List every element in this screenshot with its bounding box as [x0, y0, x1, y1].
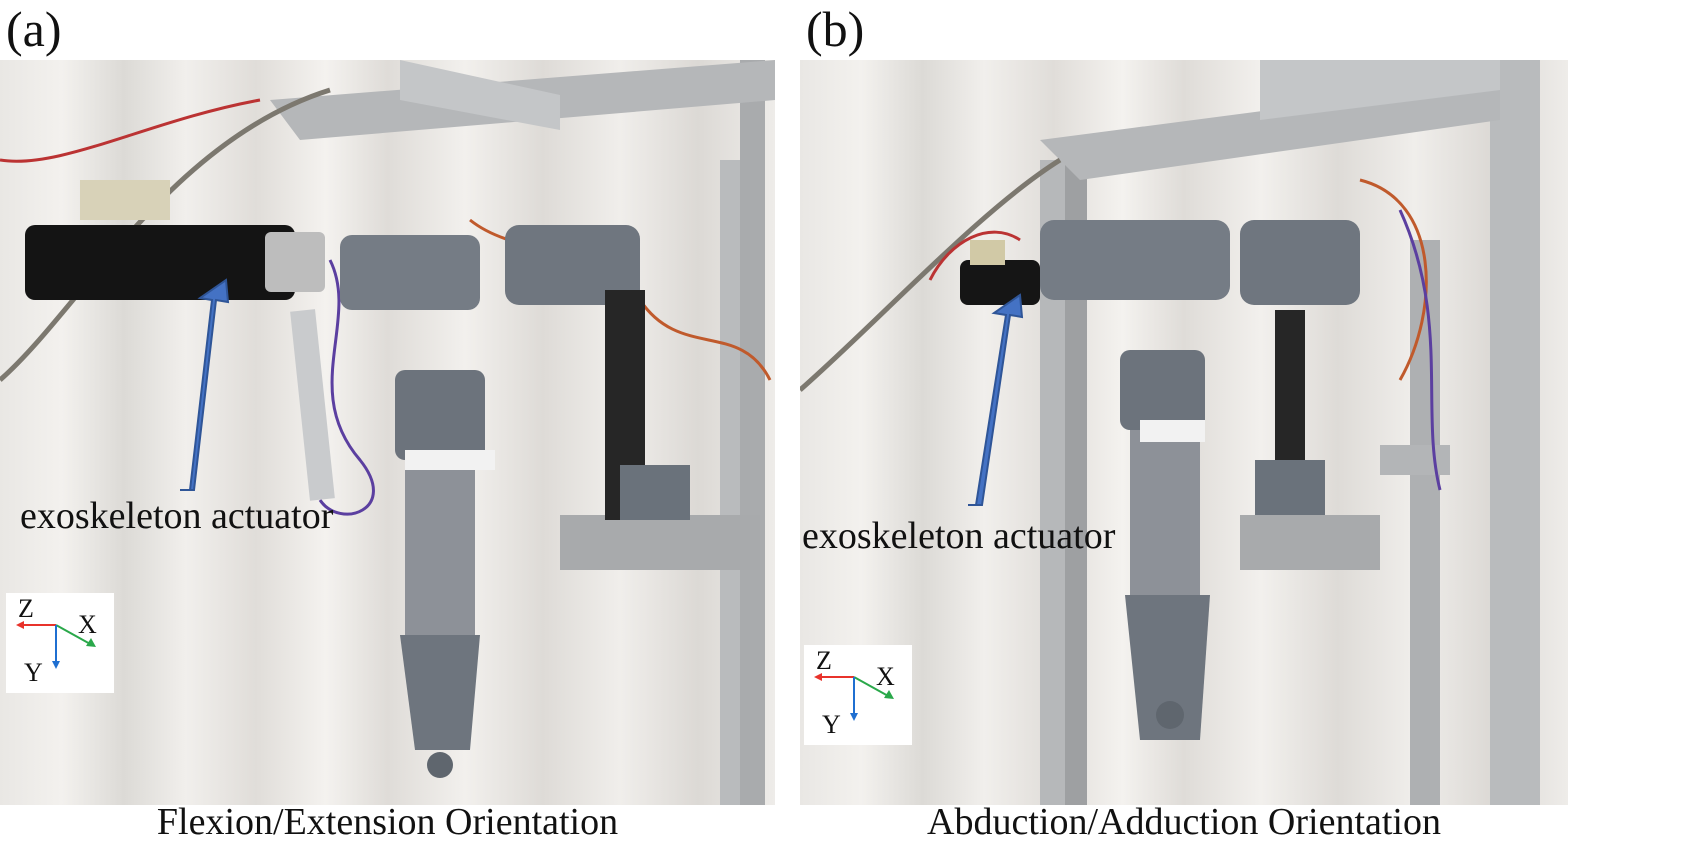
panel-b-photo-art: exoskeleton actuator: [800, 60, 1568, 805]
annotation-label: exoskeleton actuator: [802, 515, 1116, 557]
panel-a-photo: exoskeleton actuator: [0, 60, 775, 805]
axes-icon: Z X Y: [16, 594, 97, 687]
printed-hub: [340, 235, 480, 310]
axis-z-label: Z: [18, 594, 34, 623]
annotation-label: exoskeleton actuator: [20, 495, 334, 537]
frame-beam: [1040, 80, 1500, 180]
printed-socket: [1125, 595, 1210, 740]
panel-b-caption: Abduction/Adduction Orientation: [927, 801, 1441, 843]
printed-hub: [1040, 220, 1230, 300]
arrow-icon: [968, 293, 1024, 506]
axes-icon: Z X Y: [814, 646, 895, 739]
motor-body: [25, 225, 295, 300]
axis-x-label: X: [78, 610, 97, 639]
axis-z-label: Z: [816, 646, 832, 675]
arrow-icon: [180, 278, 230, 491]
panel-a-axes: Z X Y: [6, 593, 114, 693]
axis-y-label: Y: [822, 710, 841, 739]
panel-a-caption: Flexion/Extension Orientation: [156, 801, 619, 843]
panel-b-axes: Z X Y: [804, 645, 912, 745]
panel-b-photo: exoskeleton actuator: [800, 60, 1568, 805]
panel-a-label: (a): [6, 1, 62, 57]
axis-x-label: X: [876, 662, 895, 691]
panel-b-label: (b): [806, 1, 865, 57]
panel-a-photo-art: exoskeleton actuator: [0, 60, 775, 805]
axis-y-label: Y: [24, 658, 43, 687]
motor-body: [960, 260, 1040, 305]
printed-socket: [400, 635, 480, 750]
